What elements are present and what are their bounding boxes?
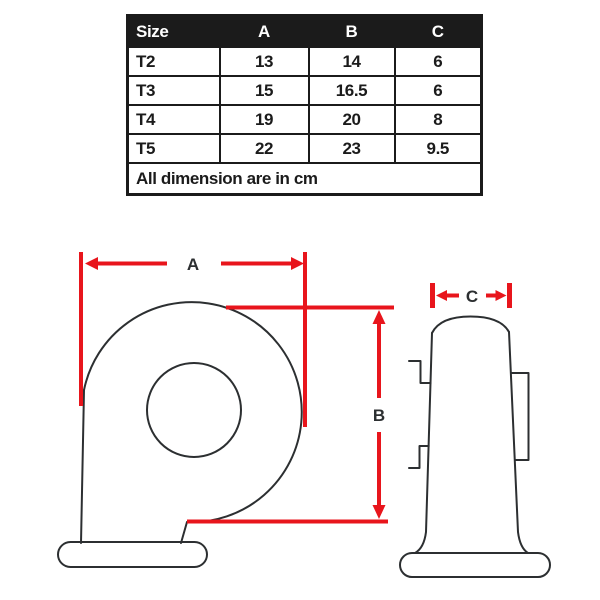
- dimension-c: C: [430, 283, 512, 308]
- table-row: T3 15 16.5 6: [126, 75, 483, 106]
- dimension-c-arrow-left: [436, 290, 447, 301]
- value-a: 15: [218, 75, 310, 106]
- value-c: 6: [393, 46, 483, 77]
- front-body-outline: [83, 301, 303, 544]
- dimension-c-arrow-right: [495, 290, 507, 301]
- dimension-c-label: C: [466, 287, 478, 306]
- value-a: 19: [218, 104, 310, 135]
- value-b: 14: [307, 46, 396, 77]
- table-header-b: B: [307, 14, 396, 48]
- dimension-a: A: [79, 252, 307, 427]
- side-base-foot: [399, 552, 551, 578]
- size-cell: T3: [126, 75, 221, 106]
- table-note: All dimension are in cm: [126, 162, 483, 196]
- size-cell: T2: [126, 46, 221, 77]
- dimension-b-arrow-down: [372, 505, 386, 519]
- dimension-a-arrow-right: [291, 257, 304, 270]
- side-body-right-edge: [508, 331, 529, 554]
- table-footer-row: All dimension are in cm: [126, 162, 483, 196]
- side-right-bracket: [510, 372, 530, 461]
- horn-side-view: [399, 315, 551, 578]
- table-row: T4 19 20 8: [126, 104, 483, 135]
- table-row: T2 13 14 6: [126, 46, 483, 77]
- value-c: 9.5: [393, 133, 483, 164]
- front-body-left-edge: [80, 389, 85, 544]
- value-a: 22: [218, 133, 310, 164]
- size-cell: T5: [126, 133, 221, 164]
- size-dimension-table: Size A B C T2 13 14 6 T3 15 16.5 6 T4 19: [126, 14, 483, 196]
- horn-front-view: [57, 301, 303, 568]
- value-b: 23: [307, 133, 396, 164]
- horn-mouth-circle: [146, 362, 242, 458]
- side-body-left-edge: [414, 332, 433, 554]
- value-a: 13: [218, 46, 310, 77]
- front-base-foot: [57, 541, 208, 568]
- value-c: 8: [393, 104, 483, 135]
- table-row: T5 22 23 9.5: [126, 133, 483, 164]
- side-left-top-tab: [408, 360, 432, 384]
- dimension-b-arrow-up: [372, 310, 386, 324]
- size-cell: T4: [126, 104, 221, 135]
- dimension-a-label: A: [187, 255, 199, 274]
- side-body-dome: [431, 315, 510, 334]
- value-c: 6: [393, 75, 483, 106]
- side-left-bottom-tab: [408, 445, 430, 469]
- value-b: 16.5: [307, 75, 396, 106]
- dimension-b-label: B: [373, 406, 385, 425]
- dimension-b: B: [187, 305, 394, 524]
- value-b: 20: [307, 104, 396, 135]
- table-header-a: A: [218, 14, 310, 48]
- dimension-a-arrow-left: [85, 257, 98, 270]
